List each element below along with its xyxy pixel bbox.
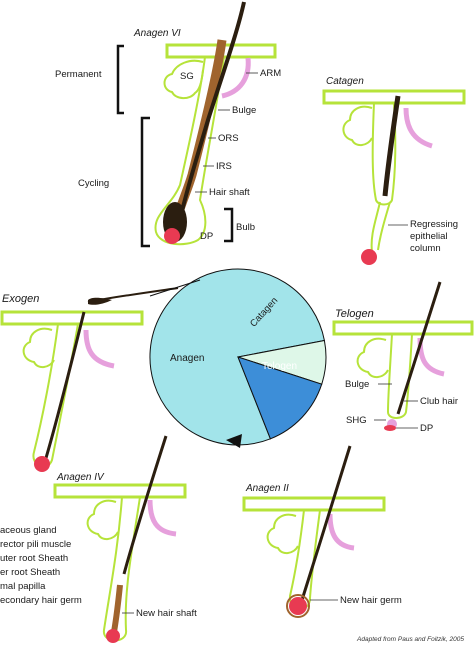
telogen-title: Telogen	[335, 308, 374, 320]
skin-surface-bar	[332, 320, 474, 336]
skin-surface-bar	[0, 310, 144, 326]
bulb-bracket	[224, 207, 234, 243]
sebaceous-gland	[22, 327, 55, 368]
anagen-iv-follicle	[53, 435, 187, 643]
regressing-label-2: epithelial	[410, 231, 448, 242]
anagen-ii-title: Anagen II	[246, 483, 289, 494]
outer-root-sheath	[32, 323, 79, 468]
legend-item: rector pili muscle	[0, 539, 72, 550]
club-hair	[396, 281, 442, 415]
legend-item: er root Sheath	[0, 567, 61, 578]
sebaceous-gland	[86, 499, 119, 540]
sebaceous-gland	[356, 337, 389, 378]
arrector-pili-muscle	[83, 329, 115, 369]
regressing-label-3: column	[410, 243, 441, 254]
cycle-arrow-head	[226, 434, 242, 448]
hair-shaft	[44, 311, 86, 459]
legend-item: mal papilla	[0, 581, 46, 592]
telogen-dp-label: DP	[420, 423, 434, 434]
hair-shaft	[382, 95, 401, 197]
outer-root-sheath	[371, 102, 397, 206]
pie-label-anagen: Anagen	[170, 353, 205, 364]
arrector-pili-muscle	[327, 513, 355, 551]
arrector-pili-muscle	[417, 337, 445, 377]
telogen-bulge-label: Bulge	[345, 379, 370, 390]
bulge-label: Bulge	[232, 105, 257, 116]
irs-label: IRS	[216, 161, 232, 172]
new-hair-germ	[289, 597, 307, 615]
club-hair	[300, 445, 352, 601]
bulb-label: Bulb	[236, 222, 256, 233]
cycle-arrow-top	[149, 279, 201, 297]
anagen-vi-follicle	[116, 1, 277, 248]
hair-shaft	[176, 1, 246, 229]
anagen-vi-title: Anagen VI	[134, 28, 181, 39]
skin-surface-bar	[242, 496, 386, 512]
dermal-papilla	[106, 629, 120, 643]
shg-label: SHG	[346, 415, 367, 426]
skin-surface-bar	[53, 483, 187, 499]
exogen-title: Exogen	[2, 293, 40, 305]
dermal-papilla	[361, 249, 377, 265]
anagen-iv-title: Anagen IV	[57, 472, 104, 483]
new-hair-shaft-label: New hair shaft	[136, 608, 197, 619]
sg-label: SG	[180, 71, 194, 82]
cycling-bracket	[140, 116, 150, 248]
dp-label: DP	[200, 231, 214, 242]
arrector-pili-muscle	[147, 499, 177, 537]
new-hair-shaft	[111, 584, 123, 633]
source-credit: Adapted from Paus and Foitzik, 2005	[357, 636, 464, 643]
permanent-label: Permanent	[55, 69, 102, 80]
epithelial-column	[370, 201, 391, 253]
regressing-label-1: Regressing	[410, 219, 459, 230]
cycle-pie-chart	[149, 268, 327, 448]
catagen-follicle	[322, 89, 466, 265]
pie-slice-anagen	[149, 268, 325, 446]
pie-slice-telogen	[237, 356, 323, 440]
telogen-follicle	[332, 281, 474, 431]
old-club-hair	[122, 435, 168, 575]
sebaceous-gland	[266, 513, 299, 554]
dermal-papilla	[164, 228, 180, 244]
structure-legend: aceous gland rector pili muscle uter roo…	[0, 524, 82, 608]
arm-label: ARM	[260, 68, 282, 79]
arrector-pili-muscle	[221, 57, 251, 99]
dermal-papilla	[34, 456, 50, 472]
permanent-bracket	[116, 44, 124, 115]
legend-item: econdary hair germ	[0, 595, 82, 606]
new-hair-germ-label: New hair germ	[340, 595, 402, 606]
sebaceous-gland	[163, 59, 204, 100]
outer-root-sheath	[154, 56, 225, 246]
arrector-pili-muscle	[403, 107, 433, 149]
new-hair-germ-sheath	[286, 594, 310, 618]
catagen-title: Catagen	[326, 76, 364, 87]
inner-root-sheath	[171, 39, 227, 227]
outer-root-sheath	[102, 496, 141, 642]
legend-item: uter root Sheath	[0, 553, 69, 564]
exogen-follicle	[0, 287, 179, 472]
shed-hair-club	[88, 297, 112, 305]
dermal-papilla	[384, 425, 396, 431]
legend-item: aceous gland	[0, 525, 57, 536]
sebaceous-gland	[342, 105, 373, 146]
club-hair-label: Club hair	[420, 396, 459, 407]
anagen-ii-follicle	[242, 445, 386, 618]
skin-surface-bar	[322, 89, 466, 105]
hair-shaft-label: Hair shaft	[209, 187, 250, 198]
pie-label-telogen: Telogen	[262, 361, 298, 372]
ors-label: ORS	[218, 133, 239, 144]
pie-slices	[149, 268, 327, 446]
cycling-label: Cycling	[78, 178, 110, 189]
